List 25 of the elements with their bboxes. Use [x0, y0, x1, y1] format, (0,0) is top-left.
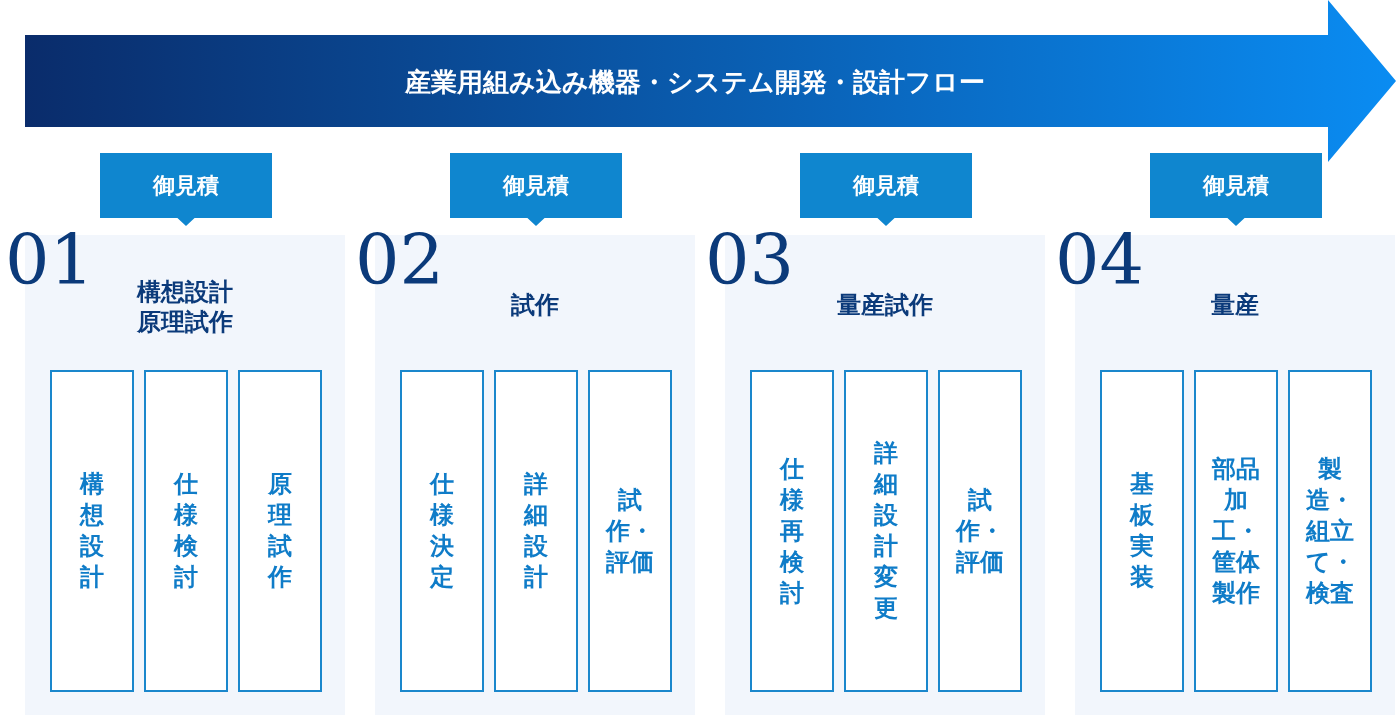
step-number: 03: [705, 225, 795, 295]
step-number: 02: [355, 225, 445, 295]
task-box: 構想設計: [50, 370, 134, 692]
task-box: 原理試作: [238, 370, 322, 692]
phase-heading: 試作: [510, 290, 560, 320]
phase-heading: 量産: [1210, 290, 1260, 320]
estimate-tab: 御見積: [1150, 153, 1322, 226]
phase-heading: 量産試作: [836, 290, 934, 320]
task-box: 仕様決定: [400, 370, 484, 692]
task-box: 部品加工・筐体製作: [1194, 370, 1278, 692]
task-box: 試作・評価: [588, 370, 672, 692]
task-box: 仕様検討: [144, 370, 228, 692]
estimate-tab: 御見積: [450, 153, 622, 226]
task-box: 詳細設計変更: [844, 370, 928, 692]
task-box: 試作・評価: [938, 370, 1022, 692]
phase-heading: 構想設計原理試作: [135, 277, 234, 337]
title-text: 産業用組み込み機器・システム開発・設計フロー: [404, 66, 986, 99]
task-box: 基板実装: [1100, 370, 1184, 692]
task-box: 仕様再検討: [750, 370, 834, 692]
estimate-tab: 御見積: [100, 153, 272, 226]
estimate-tab: 御見積: [800, 153, 972, 226]
task-box: 製造・組立て・検査: [1288, 370, 1372, 692]
step-number: 04: [1055, 225, 1145, 295]
step-number: 01: [5, 225, 95, 295]
task-box: 詳細設計: [494, 370, 578, 692]
